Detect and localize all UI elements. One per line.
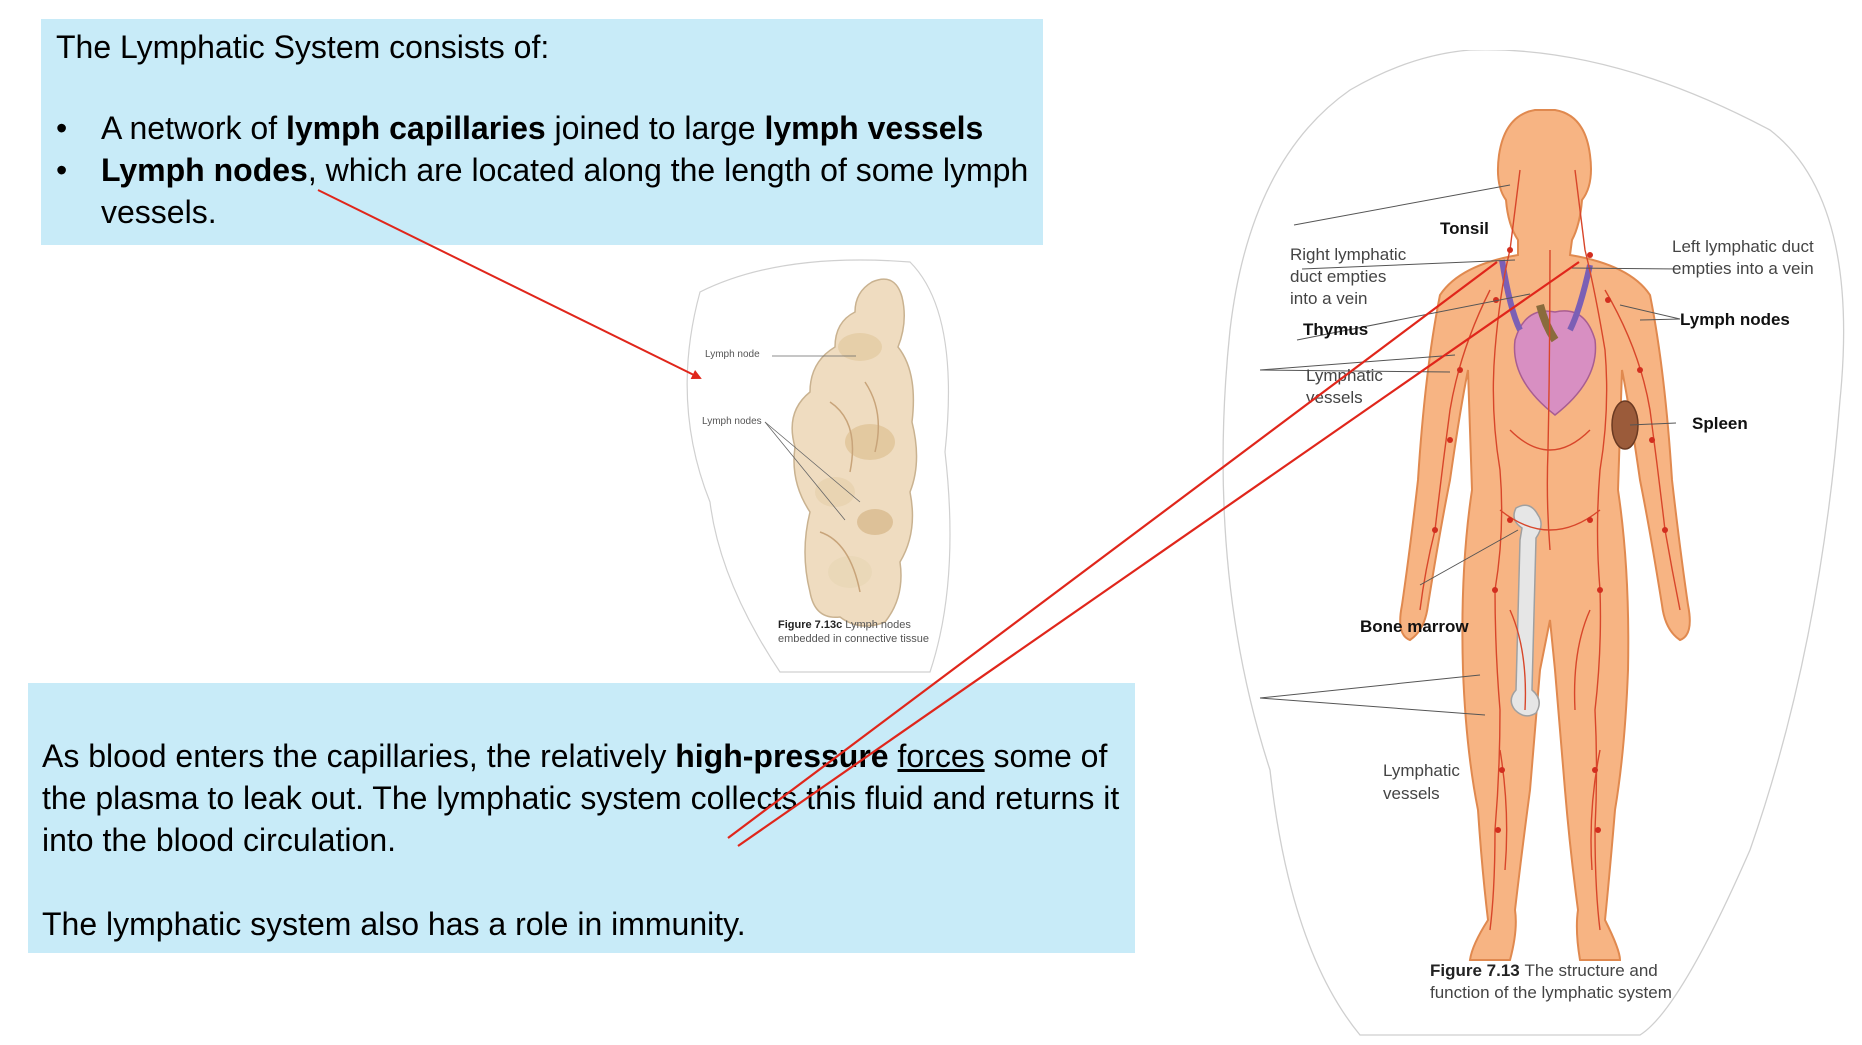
paragraph-underlined-text: forces — [897, 738, 985, 774]
human-body-silhouette — [1399, 109, 1691, 961]
lymphatic-vessels — [1419, 169, 1681, 931]
lymph-node-dots — [1432, 247, 1668, 833]
paragraph-immunity: The lymphatic system also has a role in … — [42, 906, 746, 942]
caption-text: The structure and — [1524, 961, 1658, 980]
caption-text-line2: embedded in connective tissue — [778, 633, 930, 645]
label-left-duct-2: empties into a vein — [1672, 259, 1814, 278]
label-lymphatic-vessels-upper-2: vessels — [1306, 388, 1363, 407]
paragraph-capillaries: As blood enters the capillaries, the rel… — [42, 735, 1122, 861]
label-lymph-nodes: Lymph nodes — [702, 416, 762, 427]
label-left-duct-1: Left lymphatic duct — [1672, 237, 1814, 256]
connective-tissue-shape — [791, 278, 918, 627]
bullet-text: , which are located along the length of … — [101, 152, 1029, 230]
label-leader-lines — [1259, 184, 1681, 716]
arrow-to-left-duct — [737, 261, 1580, 847]
bullet-bold-text: lymph capillaries — [285, 110, 546, 146]
bullet-item-2: • Lymph nodes, which are located along t… — [56, 149, 1041, 233]
bullet-item-1: • A network of lymph capillaries joined … — [56, 107, 1041, 149]
caption-text: Lymph nodes — [845, 619, 911, 631]
heading: The Lymphatic System consists of: — [56, 29, 550, 65]
label-spleen: Spleen — [1692, 414, 1748, 433]
lymphatic-system-figure: Tonsil Right lymphatic duct empties into… — [1210, 49, 1850, 1040]
label-lymphatic-vessels-lower-2: vessels — [1383, 784, 1440, 803]
label-tonsil: Tonsil — [1440, 219, 1489, 238]
bullet-dot: • — [56, 110, 68, 146]
bottom-text-box: As blood enters the capillaries, the rel… — [28, 683, 1135, 953]
large-figure-caption: Figure 7.13 The structure and function o… — [1430, 960, 1672, 1004]
bullet-list: • A network of lymph capillaries joined … — [56, 107, 1041, 233]
caption-figure-number: Figure 7.13 — [1430, 961, 1520, 980]
label-lymph-node: Lymph node — [705, 349, 760, 360]
bullet-text: joined to large — [545, 110, 765, 146]
lymph-node-photo-illustration — [686, 259, 951, 673]
bullet-bold-text: lymph vessels — [764, 110, 984, 146]
label-right-duct-2: duct empties — [1290, 267, 1387, 286]
femur-bone — [1510, 504, 1542, 717]
top-text-box: The Lymphatic System consists of: • A ne… — [41, 19, 1043, 245]
label-right-duct-3: into a vein — [1290, 289, 1368, 308]
small-figure-caption: Figure 7.13c Lymph nodes embedded in con… — [778, 618, 929, 646]
lymphatic-system-illustration — [1222, 49, 1845, 1036]
lymph-node-photo-figure: Lymph node Lymph nodes Figure 7.13c Lymp… — [660, 252, 960, 677]
arrow-to-lymph-node-photo — [317, 189, 702, 379]
arrow-to-right-duct — [727, 261, 1498, 839]
caption-figure-number: Figure 7.13c — [778, 619, 843, 631]
label-right-duct-1: Right lymphatic — [1290, 245, 1407, 264]
caption-text-line2: function of the lymphatic system — [1430, 983, 1672, 1002]
label-lymph-nodes: Lymph nodes — [1680, 310, 1790, 329]
label-bone-marrow: Bone marrow — [1360, 617, 1469, 636]
heart-shape — [1513, 310, 1597, 416]
paragraph-text: some of the plasma to leak out. The lymp… — [42, 738, 1120, 858]
bullet-text: A network of — [101, 110, 286, 146]
bullet-dot: • — [56, 152, 68, 188]
bullet-bold-text: Lymph nodes — [101, 152, 308, 188]
paragraph-text: As blood enters the capillaries, the rel… — [42, 738, 676, 774]
label-thymus: Thymus — [1303, 320, 1369, 339]
label-lymphatic-vessels-lower-1: Lymphatic — [1383, 761, 1460, 780]
